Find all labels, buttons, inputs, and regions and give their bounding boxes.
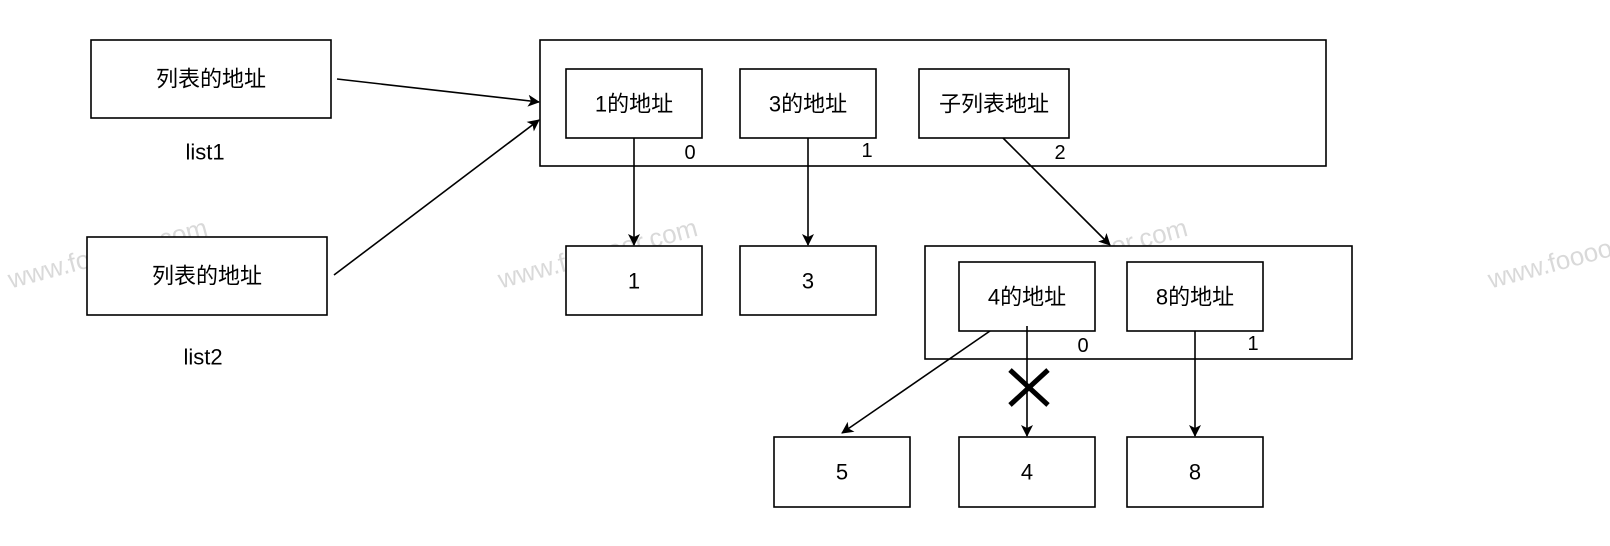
sub-cell-1 [1126, 261, 1264, 332]
watermark-4: www.fooooor.com [1484, 212, 1610, 294]
list1-box [90, 39, 332, 119]
outer-cell-1-index: 1 [861, 140, 872, 162]
arrow-list1-to-outer [336, 78, 540, 107]
value-box-8-label: 8 [1189, 460, 1201, 485]
outer-cell-0 [565, 68, 703, 139]
sub-cell-0-label: 4的地址 [988, 285, 1066, 310]
list1-name: list1 [185, 140, 224, 165]
outer-cell-2-label: 子列表地址 [939, 92, 1049, 117]
sub-cell-0-index: 0 [1077, 335, 1088, 357]
bottom-values: 5 4 8 [773, 436, 1264, 508]
arrow-sublist-pointer [1002, 137, 1111, 246]
outer-cell-2 [918, 68, 1070, 139]
value-box-1-label: 1 [628, 269, 640, 294]
list2-node: 列表的地址 list2 [86, 236, 328, 370]
sub-cell-1-index: 1 [1247, 333, 1258, 355]
arrows [333, 78, 1201, 437]
list2-box-label: 列表的地址 [152, 264, 262, 289]
outer-list: 1的地址 0 3的地址 1 子列表地址 2 [539, 39, 1327, 167]
value-box-1 [565, 245, 703, 316]
outer-cell-0-index: 0 [684, 142, 695, 164]
list1-box-label: 列表的地址 [156, 67, 266, 92]
list1-node: 列表的地址 list1 [90, 39, 332, 165]
value-box-5 [773, 436, 911, 508]
value-box-3 [739, 245, 877, 316]
outer-cell-1-label: 3的地址 [769, 92, 847, 117]
list2-name: list2 [183, 345, 222, 370]
cross-mark-icon [1008, 368, 1050, 407]
arrow-list2-to-outer [333, 119, 540, 276]
list2-box [86, 236, 328, 316]
sub-cell-1-label: 8的地址 [1156, 285, 1234, 310]
value-box-5-label: 5 [836, 460, 848, 485]
outer-cell-0-label: 1的地址 [595, 92, 673, 117]
sub-cell-0 [958, 261, 1096, 332]
arrow-cell0-to-5 [841, 330, 991, 434]
value-box-8 [1126, 436, 1264, 508]
sub-list: 4的地址 0 8的地址 1 [924, 245, 1353, 360]
outer-cell-2-index: 2 [1054, 142, 1065, 164]
value-box-3-label: 3 [802, 269, 814, 294]
value-box-4 [958, 436, 1096, 508]
value-box-4-label: 4 [1021, 460, 1033, 485]
top-values: 1 3 [565, 245, 877, 316]
